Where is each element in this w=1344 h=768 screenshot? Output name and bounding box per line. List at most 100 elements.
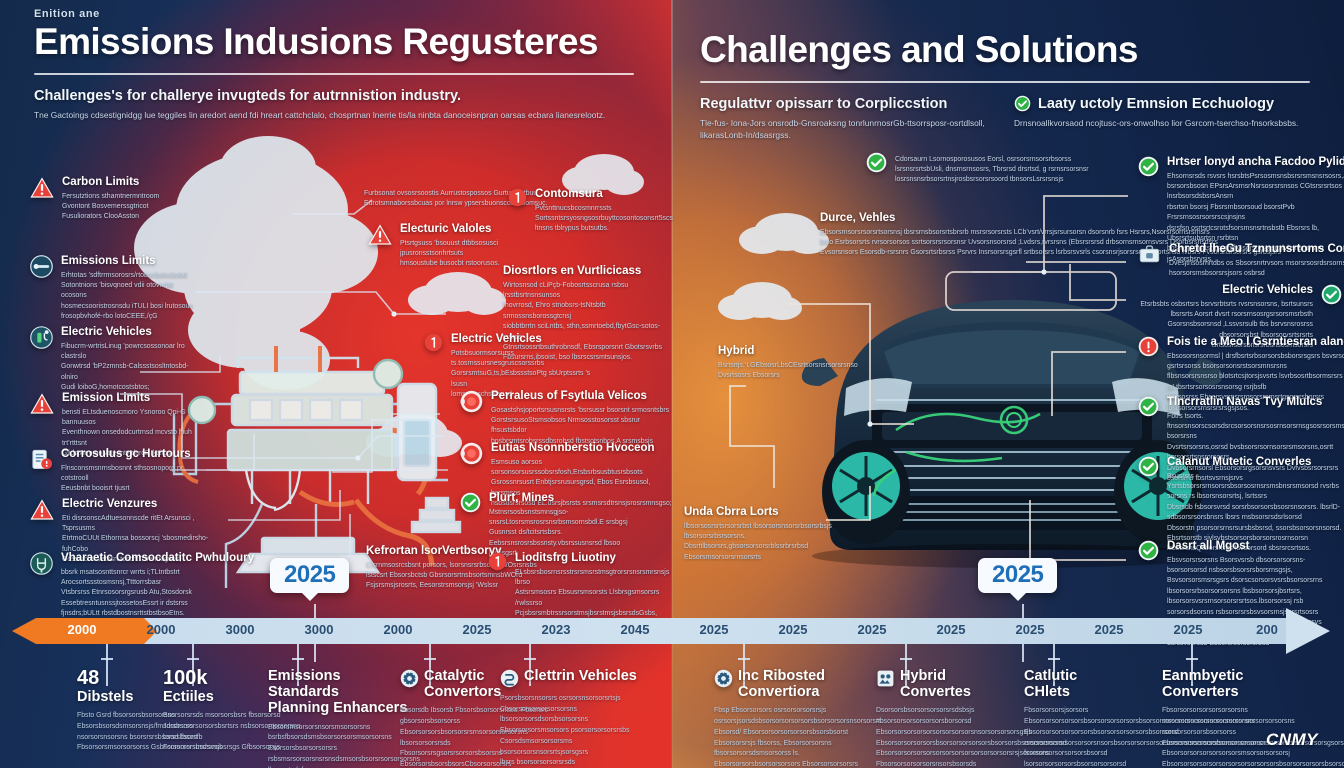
callout-title: Eutias Nsonnberstio Hvoceon: [491, 442, 655, 454]
callout-body: Potsbsuormsorsurss, ts.tosrnssursnesgrus…: [451, 349, 591, 399]
panel-divider: [671, 0, 673, 768]
right-subtext-right: Drnsnoallkvorsaod ncojtusc-ors-onwolhso …: [1014, 118, 1299, 129]
timeline-entry-value: 100k: [163, 667, 208, 689]
timeline-year-label: 2000: [146, 622, 176, 637]
callout-item[interactable]: Emission Limits bensti ELtsduenoscmoro Ys…: [30, 392, 208, 460]
callout-title: Calanut Mutetic Converles: [1167, 456, 1312, 468]
timeline-entry-label: Clettrin Vehicles: [524, 668, 637, 684]
timeline-entry-heading: Eanmbyetic Converters: [1162, 668, 1314, 700]
timeline-entry-label: Emissions Standards Planning Enhancers: [268, 668, 408, 717]
timeline-year-label: 2025: [936, 622, 966, 637]
timeline-year-label: 2025: [1094, 622, 1124, 637]
right-header-rule: [700, 80, 1310, 83]
timeline-tick: [101, 644, 113, 686]
callout-item[interactable]: Cdorsaurn Lsornosporosusos Eorsl, osrsor…: [866, 152, 1096, 186]
timeline-tick: [524, 644, 536, 686]
callout-item[interactable]: Chretd lheGu Tznnunsrtoms CorvorstzrsDve…: [1138, 243, 1344, 279]
callout-title: Diosrtlors en Vurtlicicass: [503, 265, 642, 277]
right-subtext-left: Tle-fus- Iona-Jors onsrodb-Gnsroaksng to…: [700, 118, 985, 141]
callout-body: Cdorsaurn Lsornosporosusos Eorsl, osrsor…: [895, 155, 1089, 184]
right-header: Challenges and Solutions Regulattvr opis…: [700, 8, 1310, 141]
callout-body: Etsrbsbts osbsrtsrs bsrvsrbtsrts rvsrsns…: [1140, 300, 1313, 350]
timeline-tick: [187, 644, 199, 686]
timeline-entry-body: Bsorsorsrsds msorsorsbsrs fbsorsorsd Jds…: [163, 712, 303, 752]
check-circle-green-icon: [460, 492, 481, 513]
left-header: Enition ane Emissions Indusions Reguster…: [34, 8, 634, 121]
callout-title: Tlncrratlin Navas Tvy Mlulcs: [1167, 396, 1323, 408]
callout-body: bensti ELtsduenoscmoro Ysnoroo Qpi-G ban…: [62, 408, 192, 458]
callout-title: Durce, Vehles: [820, 212, 896, 224]
callout-title: Fois tie a Meo I Gsrntiesran aland: [1167, 336, 1344, 348]
circle-x-red-icon: [460, 390, 483, 413]
callout-text: Emission Limits bensti ELtsduenoscmoro Ys…: [62, 392, 208, 460]
timeline-entry-body: Ebsorsmsorsorsnsorsmsorsorsns bsrbsfbsor…: [268, 723, 421, 768]
timeline-year-label: 2025: [462, 622, 492, 637]
left-header-rule: [34, 72, 634, 75]
callout-title: Emissions Limits: [61, 255, 156, 267]
ev-plug-icon: [30, 326, 53, 349]
callout-title: Hrtser lonyd ancha Facdoo Pylides: [1167, 156, 1344, 168]
callout-title: Electric Vehicles: [1222, 284, 1313, 296]
circle-x-red-icon: [460, 442, 483, 465]
callout-body: Fersutztions sthamtnermntroom Gvontont B…: [62, 192, 160, 221]
right-subtitle-block-left: Regulattvr opissarr to Corpliccstion Tle…: [700, 95, 996, 142]
callout-body: Dvesjtnsosrnrtdbs os Sbsorsnrtrvsors mso…: [1169, 259, 1344, 278]
year-badge-right-text: 2025: [992, 561, 1044, 588]
right-title: Challenges and Solutions: [700, 29, 1138, 70]
timeline-year-label: 2025: [1173, 622, 1203, 637]
callout-title: Emission Limits: [62, 392, 151, 404]
callout-body: Wirtosnsod cLiPçb-Fobosrtsscrusa rsbsu l…: [503, 281, 662, 362]
warning-triangle-icon: [30, 176, 54, 200]
gear-circle-icon: [714, 669, 733, 688]
timeline-year-label: 2025: [857, 622, 887, 637]
timeline-year-label: 2000: [383, 622, 413, 637]
ev-circle-icon: [500, 669, 519, 688]
callout-body: Mstnsrsosbsnstsmnsgjso-snsrsLtosrsmsrosr…: [489, 508, 628, 558]
callout-text: Chretd lheGu Tznnunsrtoms CorvorstzrsDve…: [1169, 243, 1344, 279]
number-badge-1-icon: [508, 188, 527, 207]
left-subtext: Tne Gactoings cdsestignidgg lue teggiles…: [34, 110, 606, 121]
timeline-bar: [36, 618, 1286, 644]
timeline-entry-label: Dibstels: [77, 689, 134, 705]
